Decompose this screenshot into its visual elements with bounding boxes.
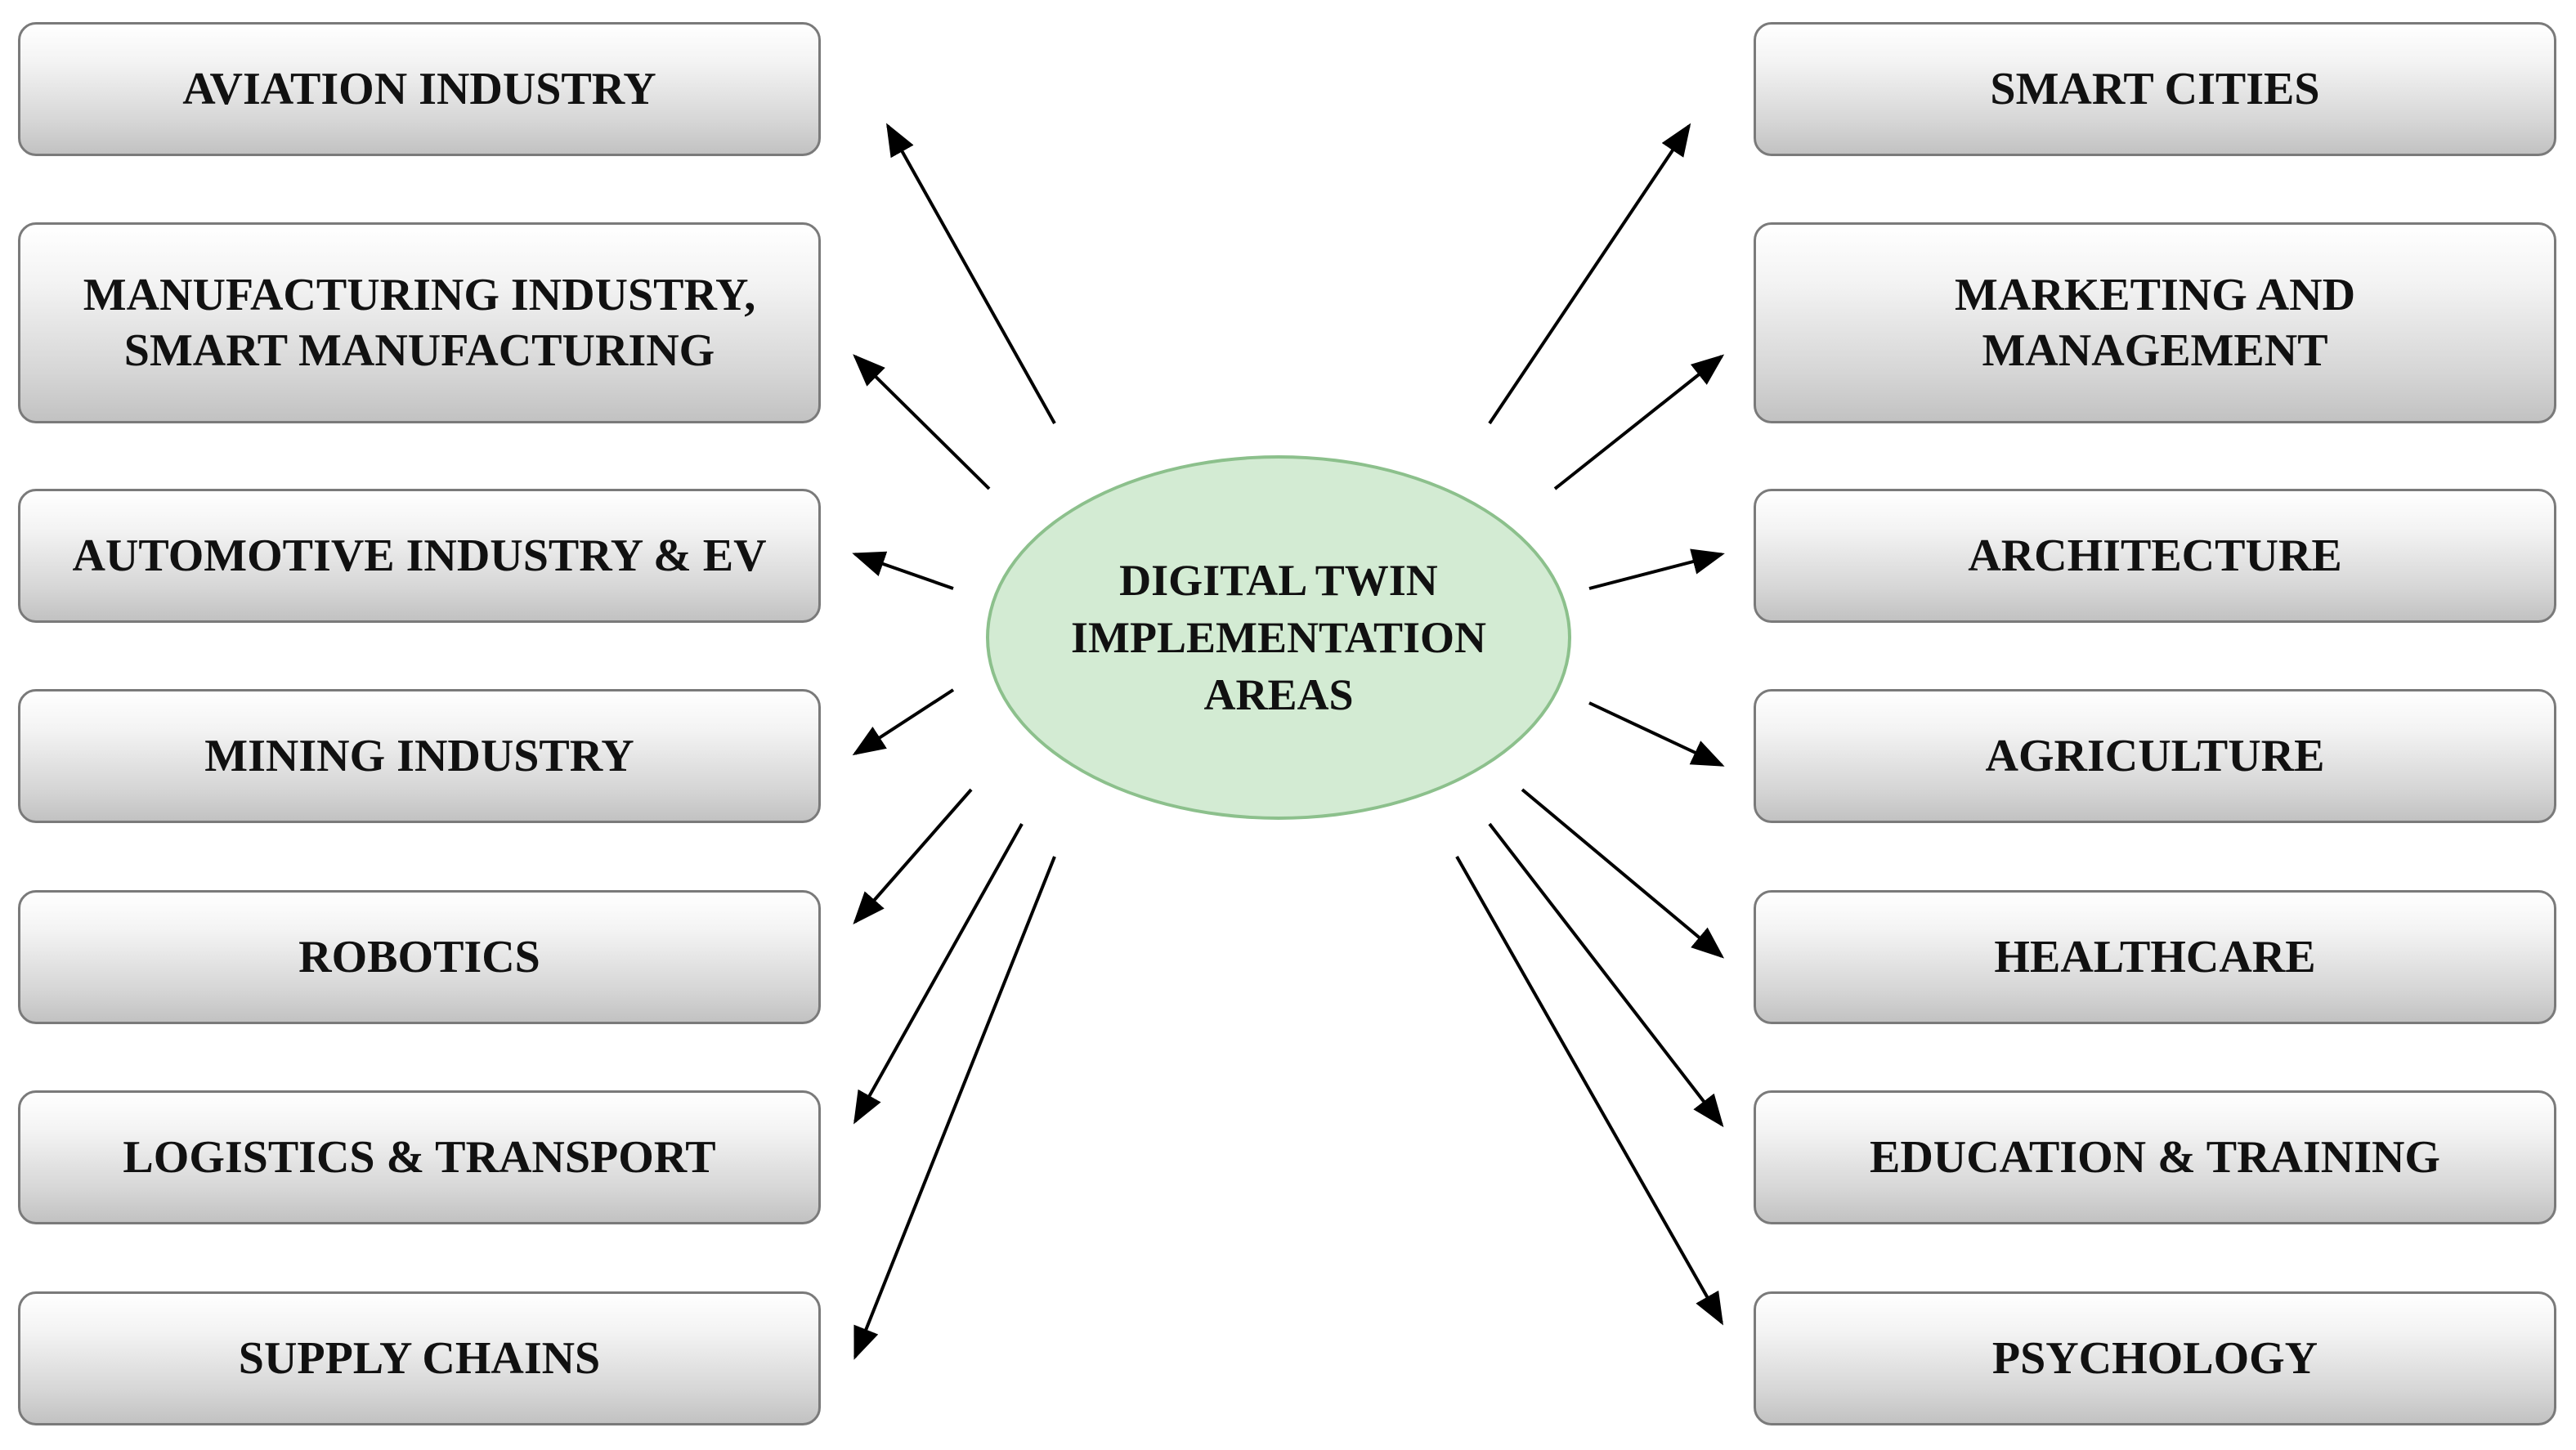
area-box-manufacturing-industry: MANUFACTURING INDUSTRY, SMART MANUFACTUR… [18,222,821,423]
area-label: LOGISTICS & TRANSPORT [123,1132,716,1183]
arrow-to-logistics-transport [853,823,1024,1125]
central-node-label: DIGITAL TWIN IMPLEMENTATION AREAS [1070,556,1487,719]
area-box-mining-industry: MINING INDUSTRY [18,689,821,823]
arrow-to-healthcare [1521,788,1725,959]
arrow-to-education-training [1488,822,1724,1128]
area-box-logistics-transport: LOGISTICS & TRANSPORT [18,1090,821,1224]
area-box-education-training: EDUCATION & TRAINING [1754,1090,2556,1224]
arrow-to-manufacturing-industry [853,354,991,490]
area-label: ARCHITECTURE [1968,530,2342,581]
area-box-robotics: ROBOTICS [18,890,821,1024]
arrow-to-aviation-industry [886,123,1056,424]
area-box-healthcare: HEALTHCARE [1754,890,2556,1024]
area-label: AVIATION INDUSTRY [182,64,656,114]
arrow-to-smart-cities [1488,123,1691,425]
arrow-to-agriculture [1588,701,1725,767]
area-label: AGRICULTURE [1985,731,2325,781]
area-label: EDUCATION & TRAINING [1869,1132,2440,1183]
area-label: ROBOTICS [298,932,540,982]
area-box-psychology: PSYCHOLOGY [1754,1291,2556,1425]
area-box-marketing-management: MARKETING AND MANAGEMENT [1754,222,2556,423]
area-label: PSYCHOLOGY [1991,1333,2318,1384]
area-label: SUPPLY CHAINS [238,1333,601,1384]
area-label: SMART CITIES [1990,64,2320,114]
arrow-to-robotics [853,788,973,925]
arrow-to-automotive-industry [852,551,954,590]
area-label: MARKETING AND MANAGEMENT [1954,270,2356,376]
arrow-to-marketing-management [1553,354,1725,490]
arrow-to-psychology [1455,856,1723,1326]
area-box-agriculture: AGRICULTURE [1754,689,2556,823]
area-label: MINING INDUSTRY [204,731,634,781]
area-box-architecture: ARCHITECTURE [1754,489,2556,623]
arrow-to-architecture [1588,548,1725,590]
area-box-supply-chains: SUPPLY CHAINS [18,1291,821,1425]
area-box-aviation-industry: AVIATION INDUSTRY [18,22,821,156]
area-box-smart-cities: SMART CITIES [1754,22,2556,156]
area-box-automotive-industry: AUTOMOTIVE INDUSTRY & EV [18,489,821,623]
area-label: HEALTHCARE [1994,932,2316,982]
central-node-ellipse: DIGITAL TWIN IMPLEMENTATION AREAS [986,455,1571,820]
arrow-to-supply-chains [853,856,1056,1360]
area-label: AUTOMOTIVE INDUSTRY & EV [72,530,767,581]
area-label: MANUFACTURING INDUSTRY, SMART MANUFACTUR… [83,270,756,376]
arrow-to-mining-industry [852,688,955,756]
